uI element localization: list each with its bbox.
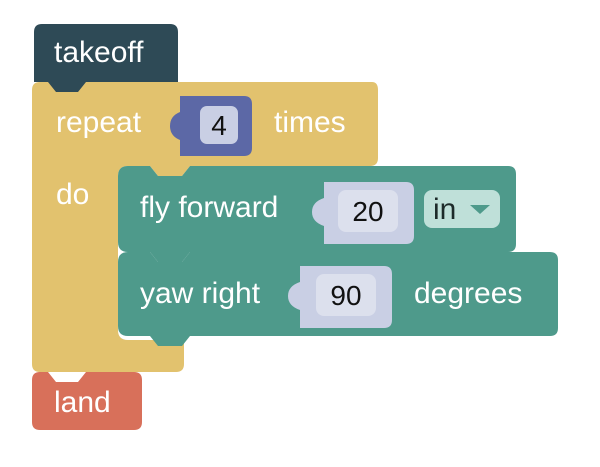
repeat-label: repeat xyxy=(56,106,142,139)
fly-forward-label: fly forward xyxy=(140,191,278,224)
land-label: land xyxy=(54,386,111,419)
takeoff-label: takeoff xyxy=(54,36,144,69)
fly-forward-distance-value: 20 xyxy=(352,196,383,227)
fly-forward-distance-input[interactable]: 20 xyxy=(312,182,414,244)
fly-forward-unit-dropdown[interactable]: in xyxy=(424,190,500,228)
yaw-right-degrees-label: degrees xyxy=(414,277,522,310)
repeat-count-field[interactable] xyxy=(200,106,238,144)
repeat-count-input[interactable]: 4 xyxy=(170,96,252,156)
repeat-count-value: 4 xyxy=(211,110,227,141)
fly-forward-distance-field[interactable] xyxy=(338,190,398,232)
yaw-right-block[interactable]: yaw right 90 degrees xyxy=(118,252,558,346)
yaw-right-angle-value: 90 xyxy=(330,280,361,311)
takeoff-block[interactable]: takeoff xyxy=(34,24,178,92)
fly-forward-unit-value: in xyxy=(433,193,456,226)
yaw-right-angle-input[interactable]: 90 xyxy=(288,266,392,328)
dropdown-arrow-icon xyxy=(470,205,490,214)
fly-forward-block[interactable]: fly forward 20 in xyxy=(118,166,516,262)
yaw-right-angle-field[interactable] xyxy=(316,274,376,316)
repeat-block-body[interactable] xyxy=(32,82,378,372)
repeat-times-label: times xyxy=(274,106,346,139)
land-block[interactable]: land xyxy=(32,372,142,430)
repeat-block[interactable]: repeat 4 times do xyxy=(32,82,378,372)
yaw-right-label: yaw right xyxy=(140,277,261,310)
repeat-do-label: do xyxy=(56,178,89,211)
